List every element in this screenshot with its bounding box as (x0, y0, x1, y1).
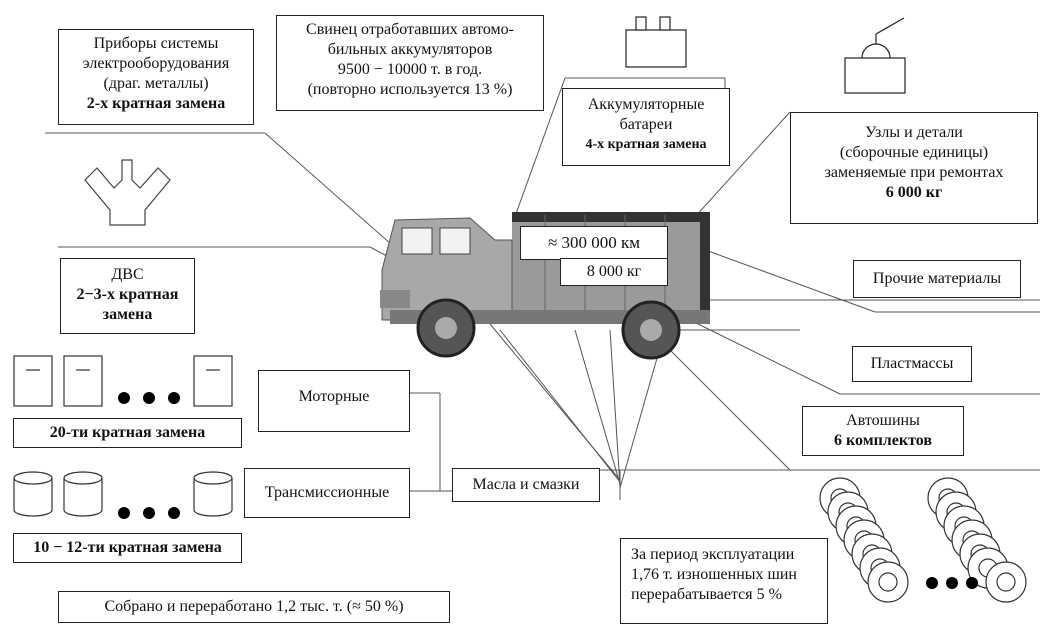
engine-box: ДВС 2−3-х кратная замена (60, 258, 195, 334)
electrical-devices-box: Приборы системы электрооборудования (дра… (58, 29, 254, 125)
collected-label: Собрано и переработано 1,2 тыс. т. (≈ 50… (104, 598, 404, 615)
engine-line1: ДВС (111, 266, 144, 283)
electrical-devices-line1: Приборы системы (93, 35, 219, 52)
lead-batteries-box: Свинец отработавших автомо- бильных акку… (276, 15, 544, 111)
tires-box: Автошины 6 комплектов (802, 406, 964, 456)
accumulators-line1: Аккумуляторные (587, 96, 705, 113)
worn-tires-box: За период эксплуатации 1,76 т. изношенны… (620, 538, 828, 624)
accumulators-box: Аккумуляторные батареи 4-х кратная замен… (562, 88, 730, 166)
tires-line1: Автошины (846, 412, 920, 429)
tires-line2: 6 комплектов (833, 432, 932, 449)
transmission-oils-box: Трансмиссионные (244, 468, 410, 518)
filters-replacement-box: 20-ти кратная замена (13, 418, 242, 448)
electrical-devices-line2: электрооборудования (82, 55, 230, 72)
mass-label: 8 000 кг (560, 258, 668, 286)
oils-lubricants-box: Масла и смазки (452, 468, 600, 502)
electrical-devices-line4: 2-х кратная замена (86, 95, 226, 112)
oils-lubricants-label: Масла и смазки (472, 476, 580, 493)
engine-line2: 2−3-х кратная (76, 286, 179, 303)
tire-stack-icon (819, 477, 1027, 603)
cylinders-replacement-box: 10 − 12-ти кратная замена (13, 533, 242, 563)
worn-tires-line1: За период эксплуатации (631, 546, 795, 563)
component-icon (844, 17, 906, 94)
engine-line3: замена (102, 306, 153, 323)
lead-batteries-line2: бильных аккумуляторов (327, 41, 493, 58)
collected-box: Собрано и переработано 1,2 тыс. т. (≈ 50… (58, 591, 450, 623)
motor-oils-label: Моторные (298, 388, 370, 405)
transmission-oils-label: Трансмиссионные (264, 484, 390, 501)
plastics-box: Пластмассы (852, 346, 972, 382)
exhaust-manifold-icon (84, 159, 171, 226)
worn-tires-line3: перерабатывается 5 % (631, 586, 782, 603)
mileage-value: ≈ 300 000 км (547, 233, 641, 252)
accumulators-line3: 4-х кратная замена (585, 137, 707, 152)
battery-icon (625, 16, 687, 68)
accumulators-line2: батареи (619, 116, 673, 133)
motor-oils-box: Моторные (258, 370, 410, 432)
components-box: Узлы и детали (сборочные единицы) заменя… (790, 112, 1038, 224)
lead-batteries-line4: (повторно используется 13 %) (307, 81, 513, 98)
filters-replacement-label: 20-ти кратная замена (49, 424, 206, 441)
components-line1: Узлы и детали (865, 124, 963, 141)
lead-batteries-line1: Свинец отработавших автомо- (306, 21, 514, 38)
other-materials-box: Прочие материалы (853, 260, 1021, 298)
other-materials-label: Прочие материалы (872, 270, 1002, 287)
components-line4: 6 000 кг (885, 184, 943, 201)
plastics-label: Пластмассы (870, 355, 954, 372)
electrical-devices-line3: (драг. металлы) (103, 75, 209, 92)
cylinders-replacement-label: 10 − 12-ти кратная замена (33, 539, 222, 556)
mileage-label: ≈ 300 000 км (520, 226, 668, 260)
lead-batteries-line3: 9500 − 10000 т. в год. (337, 61, 483, 78)
filter-icon (13, 355, 233, 407)
components-line3: заменяемые при ремонтах (824, 164, 1004, 181)
mass-value: 8 000 кг (586, 263, 642, 280)
cylinder-icon (13, 471, 233, 517)
worn-tires-line2: 1,76 т. изношенных шин (631, 566, 797, 583)
components-line2: (сборочные единицы) (839, 144, 989, 161)
